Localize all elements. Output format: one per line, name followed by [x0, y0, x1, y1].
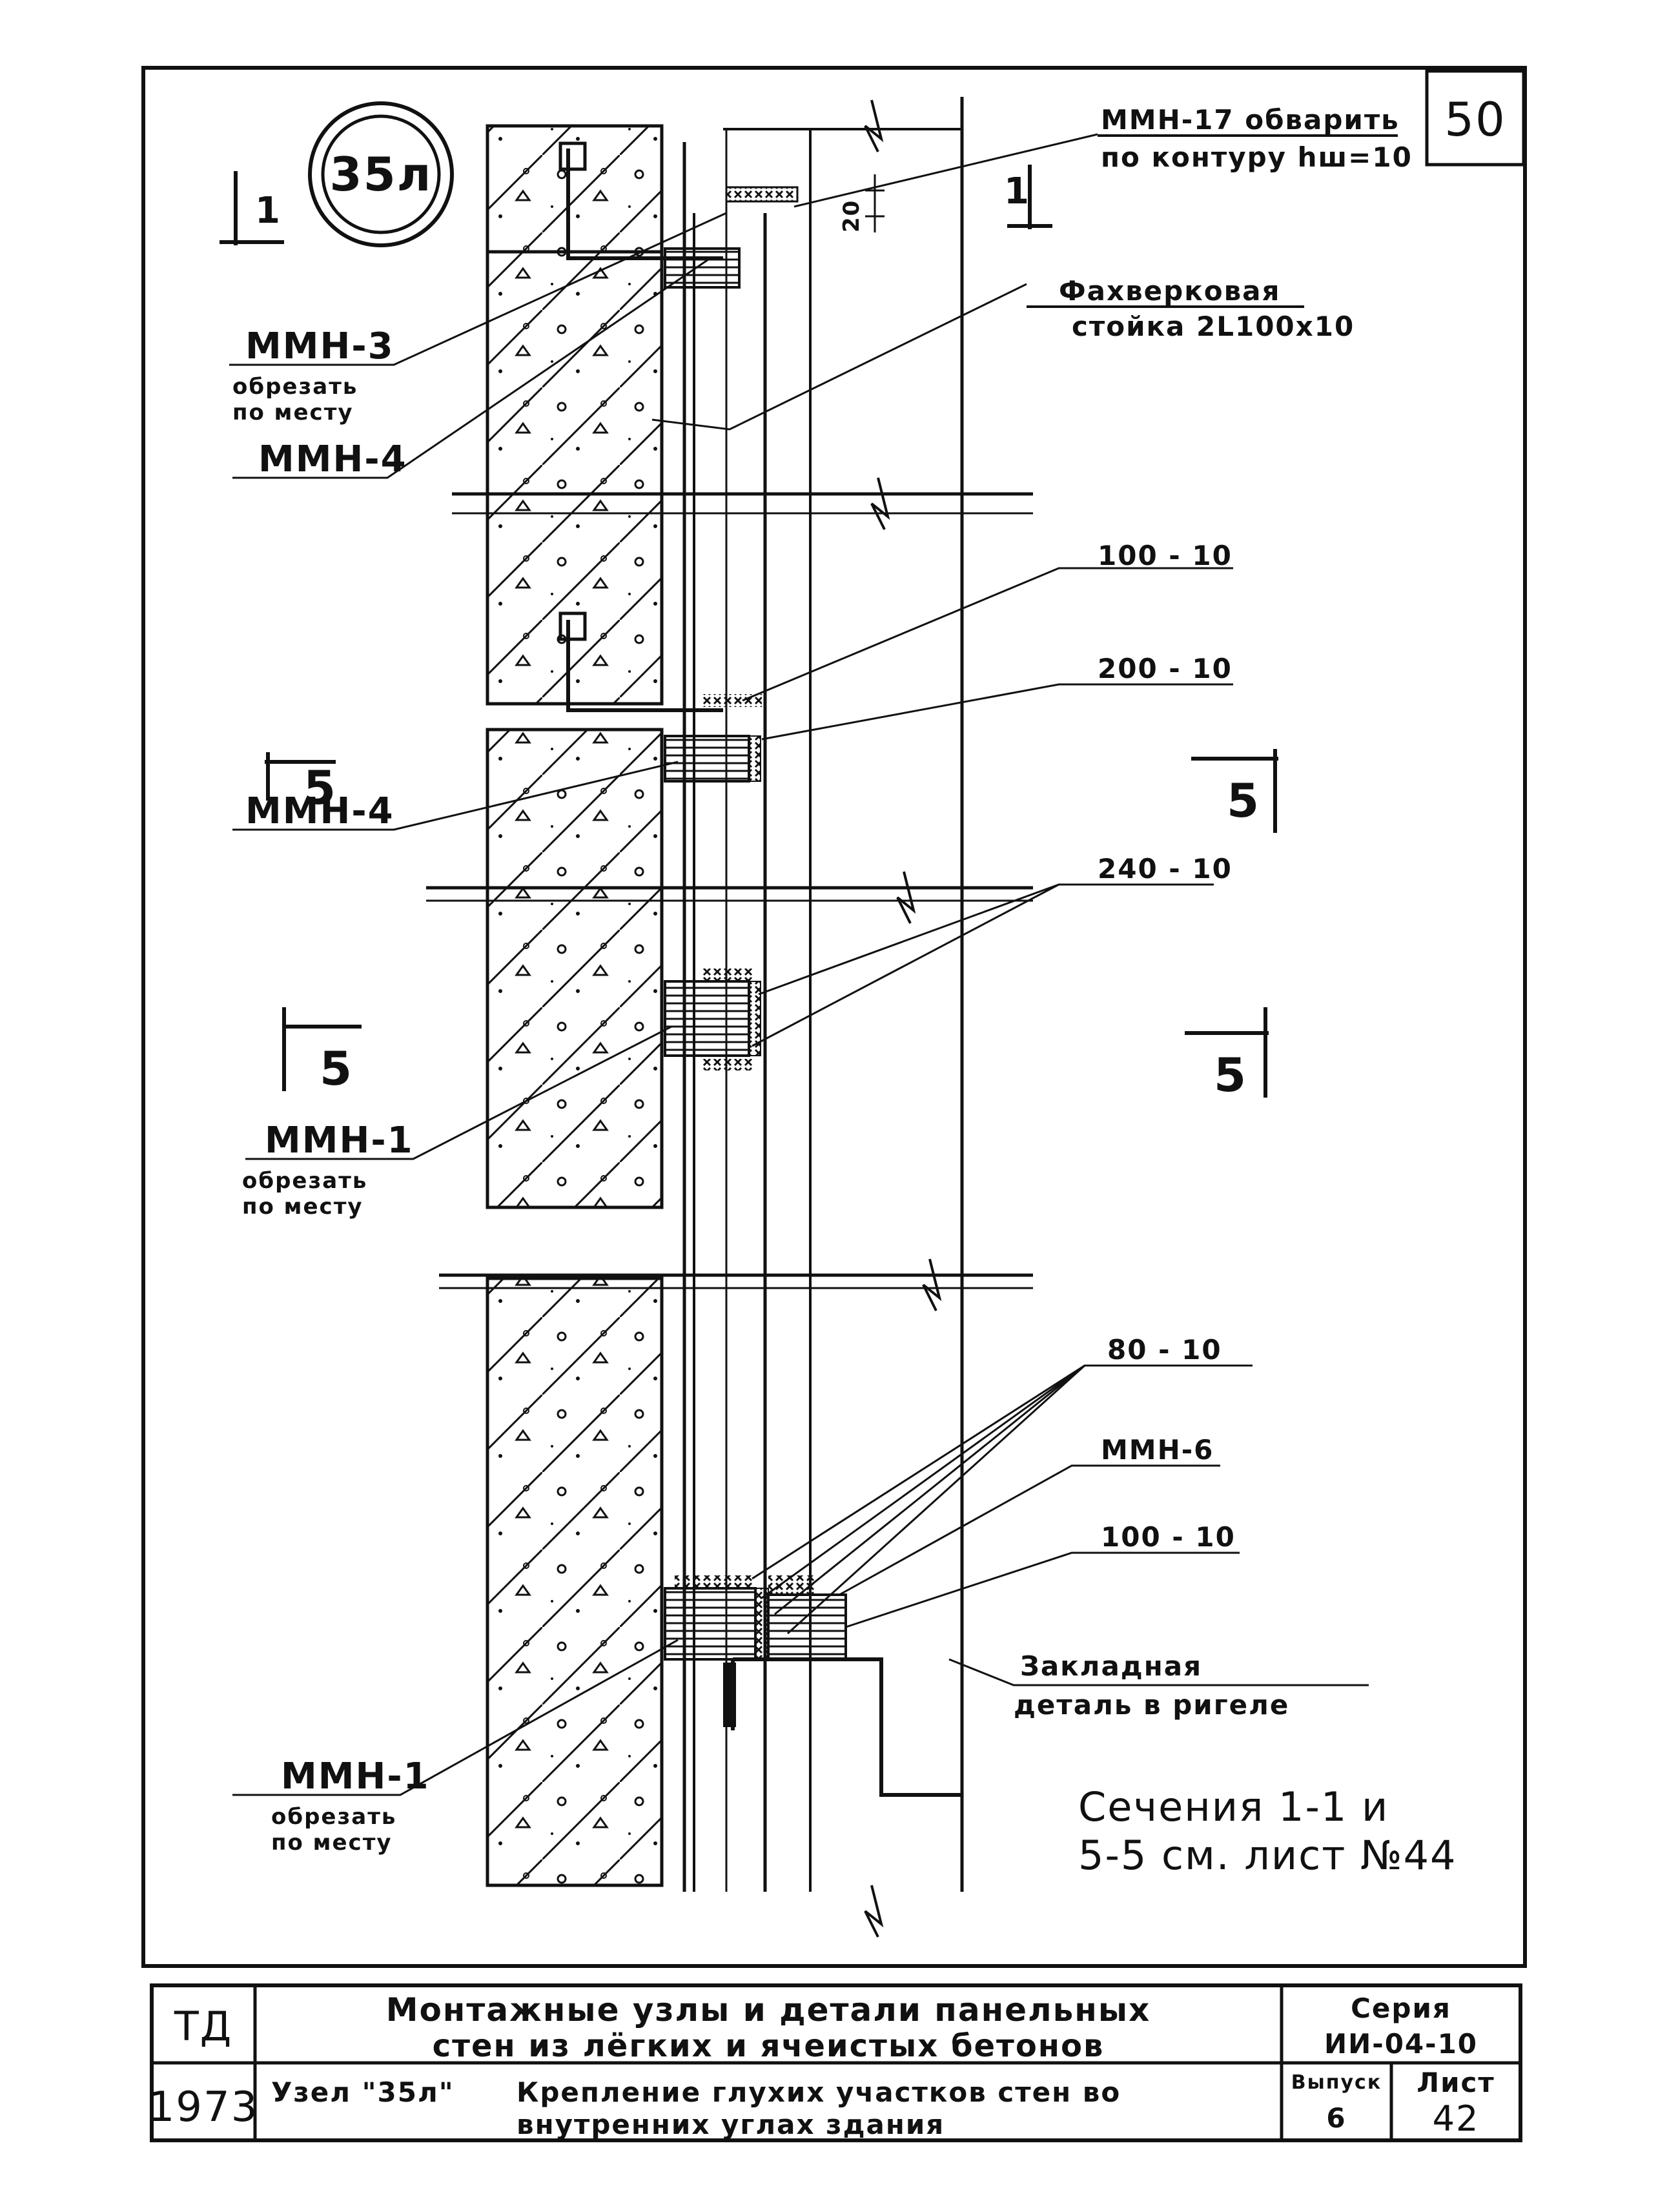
plate-80-10-label: 80 - 10 — [1107, 1334, 1222, 1366]
node-badge: 35л — [308, 101, 454, 247]
break-lines — [426, 99, 1033, 1938]
org-code: ТД — [174, 2003, 232, 2050]
plate-200-10-label: 200 - 10 — [1098, 653, 1233, 684]
wall-panels — [486, 124, 664, 1887]
mmn1-bot-label-3: по месту — [271, 1830, 393, 1856]
sections-note: Сечения 1-1 и 5-5 см. лист №44 — [1078, 1783, 1457, 1879]
dimension-20: 20 — [839, 174, 885, 232]
mmn3-label-2: обрезать — [232, 374, 358, 400]
section-1-right: 1 — [1004, 165, 1052, 229]
fachwerk-label-2: стойка 2L100х10 — [1072, 311, 1355, 342]
sheet-value: 42 — [1433, 2098, 1480, 2139]
section-1-left-label: 1 — [255, 190, 281, 232]
leader-lines — [229, 133, 1369, 1796]
node-badge-text: 35л — [330, 147, 433, 201]
mmn4-mid-label: ММН-4 — [245, 790, 394, 832]
sections-note-line2: 5-5 см. лист №44 — [1078, 1832, 1457, 1879]
embed-label-2: деталь в ригеле — [1014, 1689, 1289, 1721]
series-value: ИИ-04-10 — [1324, 2028, 1478, 2060]
mmn17-label-2: по контуру hш=10 — [1101, 141, 1413, 173]
section-5-c: 5 — [282, 1007, 362, 1096]
corner-number: 50 — [1444, 92, 1506, 147]
embed-label-1: Закладная — [1020, 1650, 1202, 1682]
section-5-b-label: 5 — [1227, 773, 1260, 828]
plate-200-10 — [664, 735, 750, 783]
series-label: Серия — [1351, 1992, 1451, 2024]
mmn1-mid-label-1: ММН-1 — [265, 1120, 414, 1162]
corner-number-box: 50 — [1425, 69, 1526, 167]
title-block: ТД 1973 Монтажные узлы и детали панельны… — [148, 1983, 1522, 2142]
plates — [664, 694, 847, 1661]
year: 1973 — [148, 2084, 259, 2131]
section-5-d: 5 — [1185, 1007, 1269, 1102]
sections-note-line1: Сечения 1-1 и — [1078, 1783, 1389, 1830]
wall-panel — [486, 1276, 664, 1887]
mmn1-mid-label-3: по месту — [242, 1194, 363, 1220]
sheet-frame — [141, 66, 1527, 1968]
fachwerk-label-1: Фахверковая — [1059, 275, 1280, 307]
issue-value: 6 — [1326, 2102, 1346, 2134]
desc-line2: внутренних углах здания — [517, 2109, 945, 2140]
mmn4-top-label: ММН-4 — [258, 438, 407, 480]
mmn6-label: ММН-6 — [1101, 1434, 1214, 1466]
mmn1-bot-label-1: ММН-1 — [281, 1756, 430, 1797]
mmn17-label-1: ММН-17 обварить — [1101, 104, 1400, 136]
issue-label: Выпуск — [1291, 2071, 1382, 2094]
node-label: Узел "35л" — [271, 2076, 455, 2108]
section-1-right-label: 1 — [1004, 170, 1030, 212]
section-markers: 1 1 5 5 5 5 — [220, 165, 1278, 1102]
sheet-label: Лист — [1417, 2067, 1495, 2098]
mmn1-bot-label-2: обрезать — [271, 1804, 396, 1830]
section-1-left: 1 — [220, 171, 284, 245]
section-5-c-label: 5 — [320, 1041, 353, 1096]
crossbar-embed — [731, 1657, 962, 1797]
mmn3-label-1: ММН-3 — [245, 325, 394, 367]
wall-panel — [486, 124, 664, 254]
plate-240-10-label: 240 - 10 — [1098, 853, 1233, 885]
section-5-b: 5 — [1191, 749, 1278, 833]
section-5-a-label: 5 — [303, 761, 337, 815]
plate-240-10 — [664, 980, 750, 1057]
section-5-d-label: 5 — [1214, 1048, 1247, 1102]
title-line2: стен из лёгких и ячеистых бетонов — [433, 2028, 1105, 2064]
plate-100-10-top-label: 100 - 10 — [1098, 540, 1233, 571]
callouts: ММН-17 обварить по контуру hш=10 Фахверк… — [232, 104, 1413, 1856]
desc-line1: Крепление глухих участков стен во — [517, 2076, 1121, 2108]
section-5-a: 5 — [265, 752, 337, 815]
wall-panel — [486, 250, 664, 706]
mmn1-mid-label-2: обрезать — [242, 1168, 367, 1194]
wall-panel — [486, 728, 664, 1209]
plate-mmn6 — [767, 1593, 847, 1661]
plate-100-10-bot-label: 100 - 10 — [1101, 1521, 1236, 1553]
plate-80-10 — [664, 1587, 757, 1661]
dimension-20-label: 20 — [839, 200, 865, 232]
title-line1: Монтажные узлы и детали панельных — [386, 1991, 1151, 2029]
mmn3-label-3: по месту — [232, 400, 354, 425]
